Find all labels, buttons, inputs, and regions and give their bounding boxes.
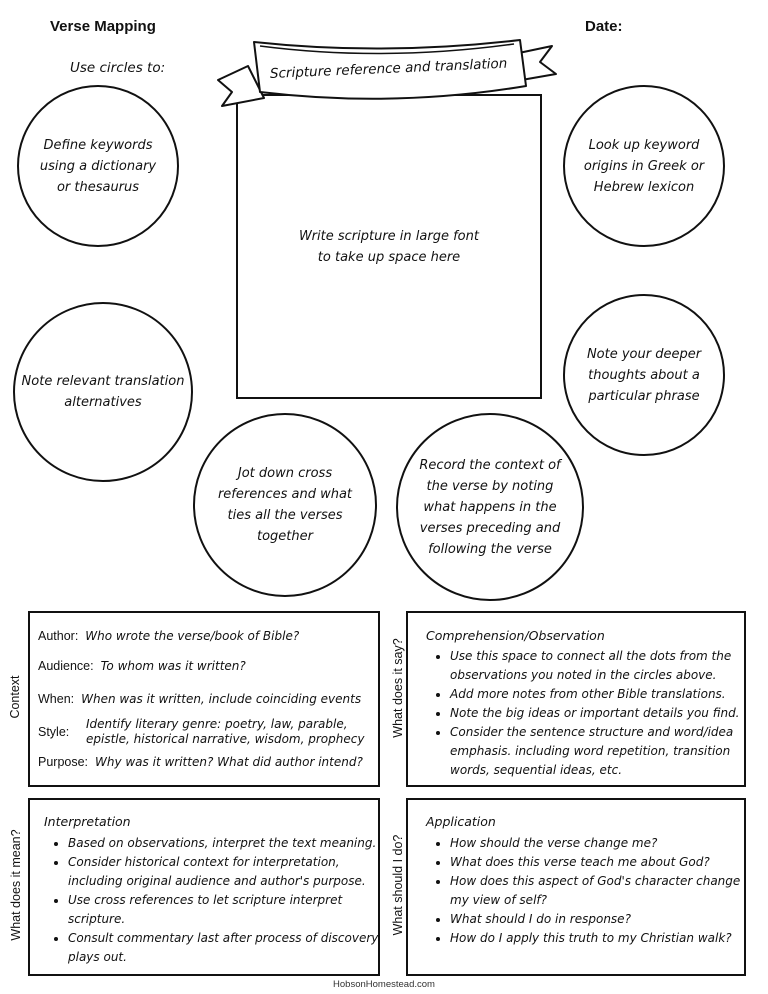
banner-ribbon [217,39,557,107]
list-item: Use this space to connect all the dots f… [450,647,755,685]
audience-row: Audience: To whom was it written? [38,659,246,673]
list-item: Use cross references to let scripture in… [68,891,390,929]
observation-box[interactable]: Comprehension/Observation Use this space… [406,611,746,787]
observation-title: Comprehension/Observation [426,628,605,643]
observation-list: Use this space to connect all the dots f… [428,647,755,780]
list-item: Consider the sentence structure and word… [450,723,755,780]
when-row: When: When was it written, include coinc… [38,692,362,706]
interpretation-side-label: What does it mean? [9,829,23,941]
list-item: Consult commentary last after process of… [68,929,390,967]
application-list: How should the verse change me? What doe… [428,834,755,948]
scripture-box[interactable]: Write scripture in large font to take up… [236,94,542,399]
list-item: How should the verse change me? [450,834,755,853]
list-item: How does this aspect of God's character … [450,872,755,910]
footer-website: HobsonHomestead.com [333,979,435,990]
context-box[interactable]: Author: Who wrote the verse/book of Bibl… [28,611,380,787]
author-row: Author: Who wrote the verse/book of Bibl… [38,629,300,643]
purpose-row: Purpose: Why was it written? What did au… [38,755,363,769]
context-side-label: Context [8,675,22,719]
page-title: Verse Mapping [50,18,156,35]
date-label: Date: [585,18,623,35]
observation-side-label: What does it say? [391,638,405,738]
list-item: Note the big ideas or important details … [450,704,755,723]
scripture-prompt: Write scripture in large font to take up… [299,229,479,265]
application-title: Application [426,814,496,829]
interpretation-title: Interpretation [44,814,131,829]
list-item: Based on observations, interpret the tex… [68,834,390,853]
application-box[interactable]: Application How should the verse change … [406,798,746,976]
list-item: What should I do in response? [450,910,755,929]
list-item: Consider historical context for interpre… [68,853,390,891]
style-row: Style: Identify literary genre: poetry, … [38,717,365,746]
list-item: Add more notes from other Bible translat… [450,685,755,704]
use-circles-label: Use circles to: [70,60,166,76]
list-item: What does this verse teach me about God? [450,853,755,872]
application-side-label: What should I do? [391,834,405,936]
interpretation-box[interactable]: Interpretation Based on observations, in… [28,798,380,976]
interpretation-list: Based on observations, interpret the tex… [46,834,390,967]
list-item: How do I apply this truth to my Christia… [450,929,755,948]
